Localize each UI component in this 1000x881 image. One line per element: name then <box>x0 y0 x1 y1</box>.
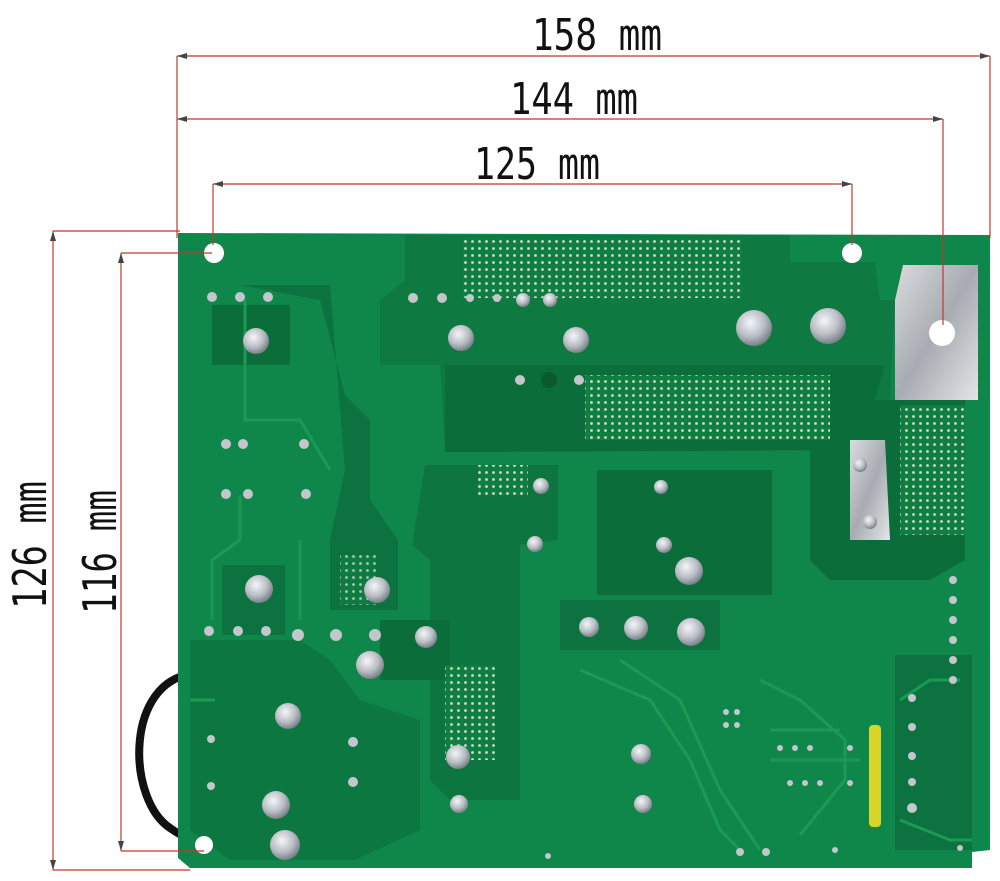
mounting-hole-bottom-left <box>195 836 213 854</box>
dimension-lines <box>52 55 991 871</box>
mounting-hole-left <box>204 243 224 263</box>
pcb-board <box>178 233 990 868</box>
mounting-hole-top-right <box>929 320 955 346</box>
overall-width-label: 158 mm <box>532 10 662 61</box>
solder-pads <box>243 293 877 860</box>
yellow-component <box>869 725 881 827</box>
hole-span-inner-label: 125 mm <box>474 139 600 190</box>
dimension-arrows <box>50 53 990 870</box>
mounting-hole-right <box>842 243 862 263</box>
small-pads <box>204 292 963 859</box>
traces <box>190 300 972 852</box>
overall-height-label: 126 mm <box>3 481 57 609</box>
inner-height-label: 116 mm <box>73 490 127 614</box>
hole-span-outer-label: 144 mm <box>510 74 638 125</box>
